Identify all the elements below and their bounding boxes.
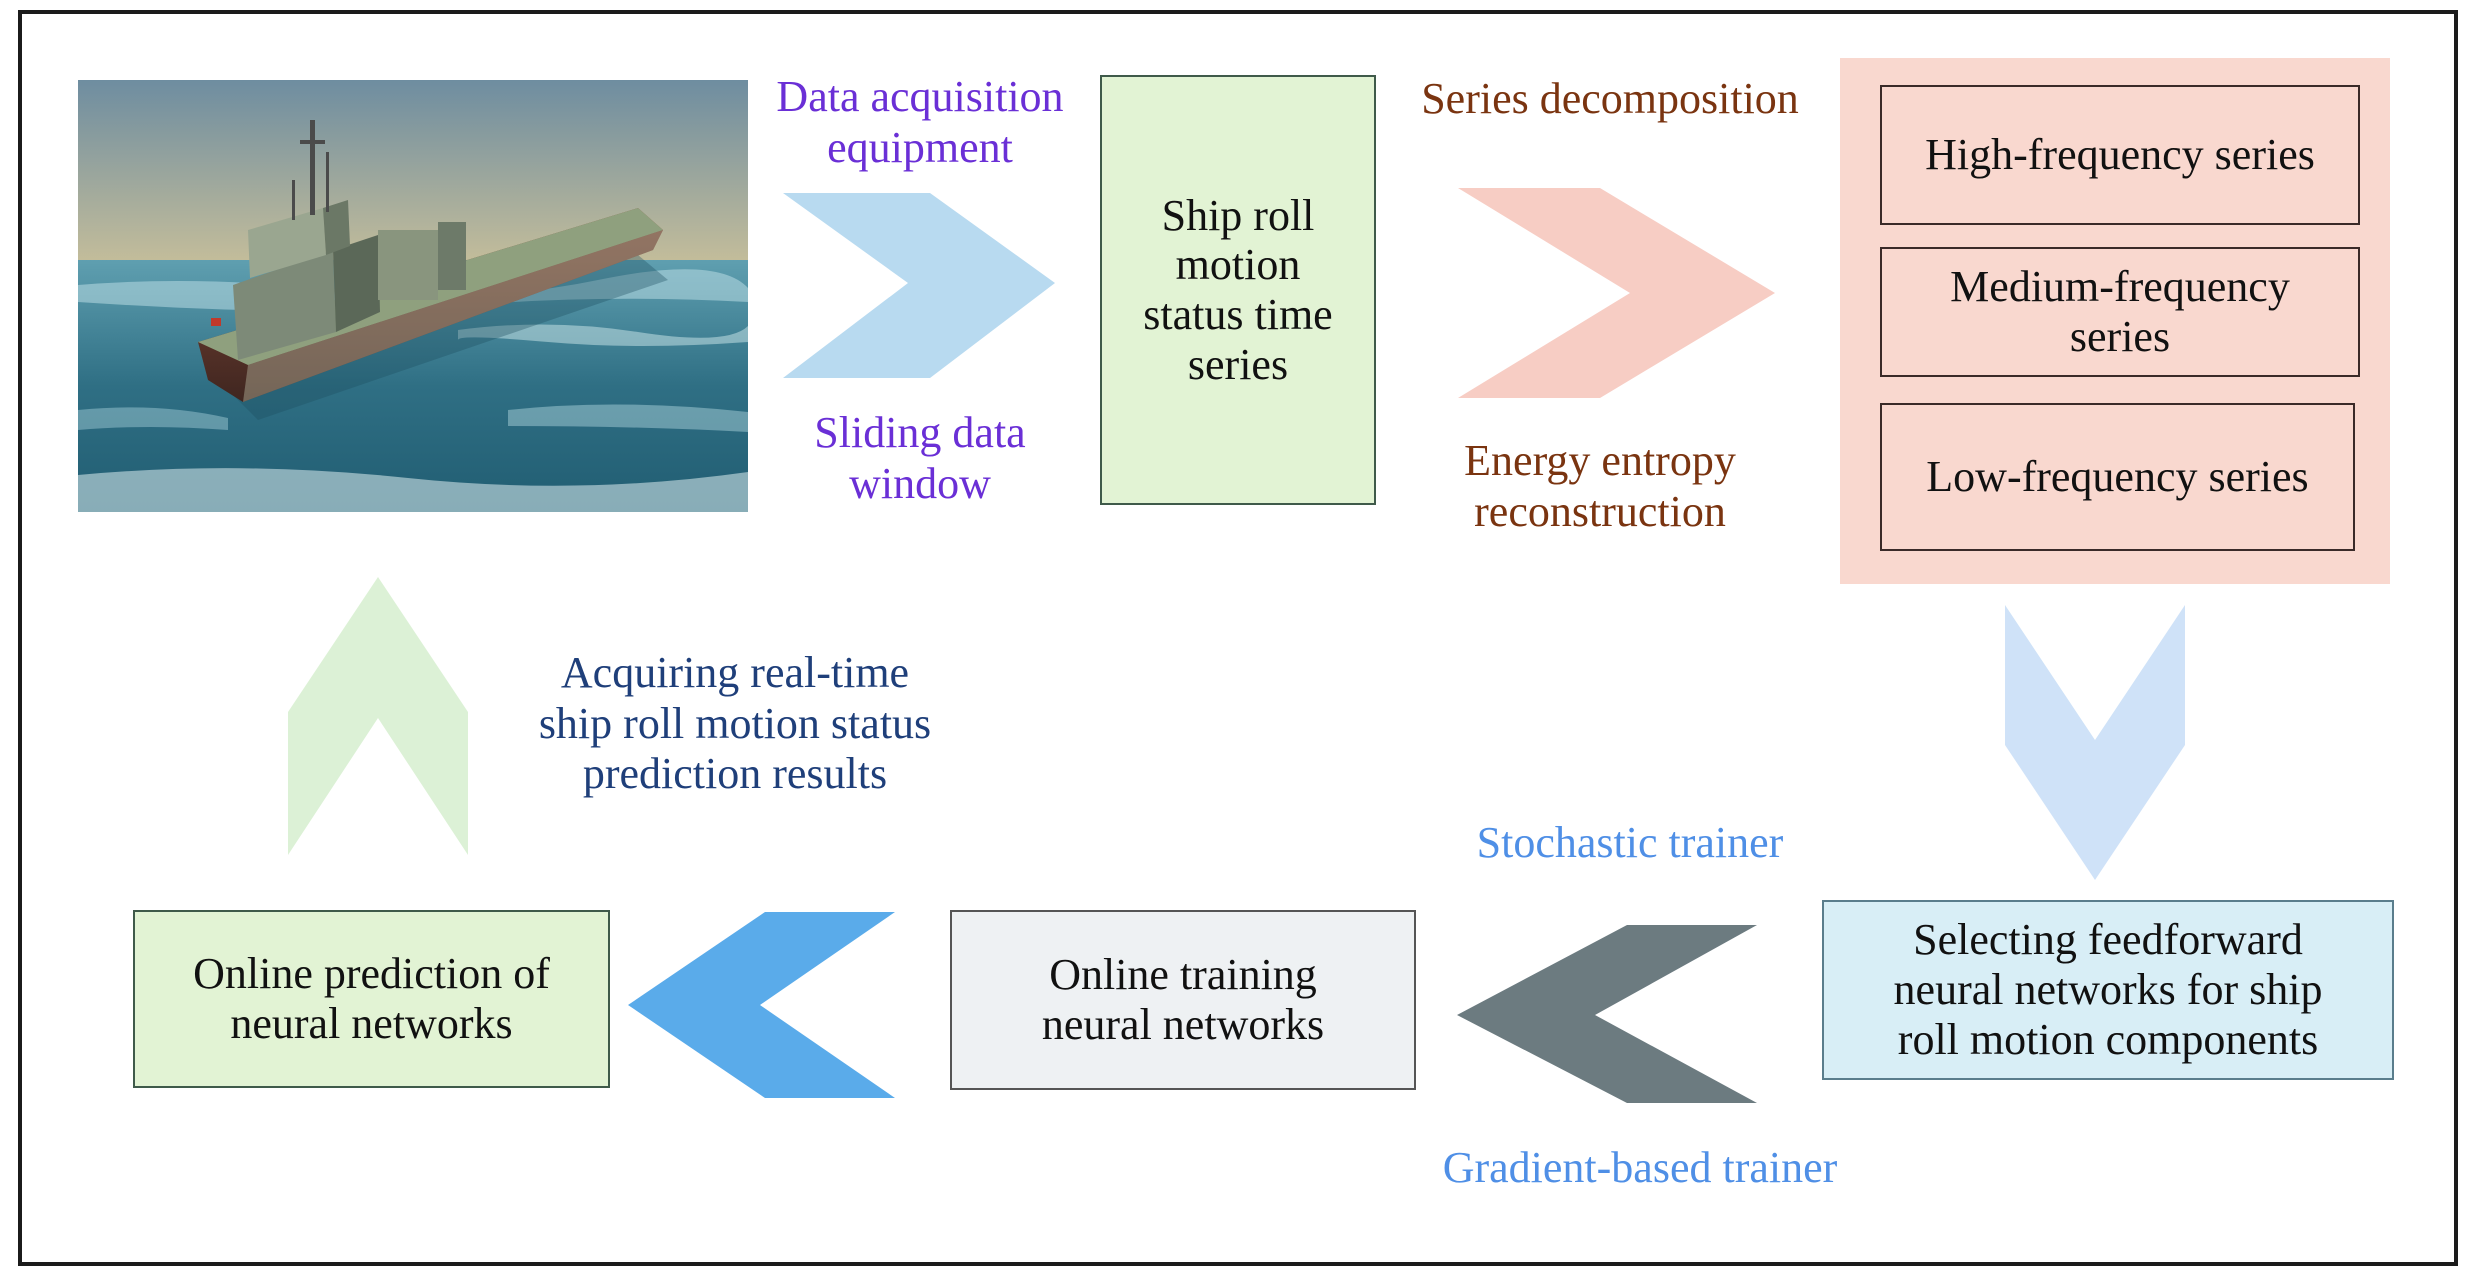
chevron-left-arrow-2 [628,912,895,1098]
low-frequency-box: Low-frequency series [1880,403,2355,551]
high-frequency-box: High-frequency series [1880,85,2360,225]
chevron-right-arrow-2 [1458,188,1775,398]
online-training-box: Online training neural networks [950,910,1416,1090]
ship-roll-series-box: Ship roll motion status time series [1100,75,1376,505]
gradient-trainer-label: Gradient-based trainer [1442,1143,1838,1192]
selecting-ffnn-box: Selecting feedforward neural networks fo… [1822,900,2394,1080]
chevron-left-arrow-1 [1457,925,1757,1103]
chevron-up-arrow-shape [288,577,468,855]
series-decomposition-label: Series decomposition [1421,74,1799,123]
medium-frequency-box: Medium-frequency series [1880,247,2360,377]
stochastic-trainer-label: Stochastic trainer [1476,818,1784,867]
diagram-frame [18,10,2458,1266]
ship-image [78,80,748,512]
acquiring-results-label: Acquiring real-time ship roll motion sta… [538,648,932,799]
sliding-window-label: Sliding data window [814,408,1026,508]
chevron-down-arrow [2005,605,2185,880]
chevron-right-arrow-1 [783,193,1055,378]
online-prediction-box: Online prediction of neural networks [133,910,610,1088]
energy-entropy-label: Energy entropy reconstruction [1464,436,1736,536]
data-acquisition-label: Data acquisition equipment [776,72,1064,172]
